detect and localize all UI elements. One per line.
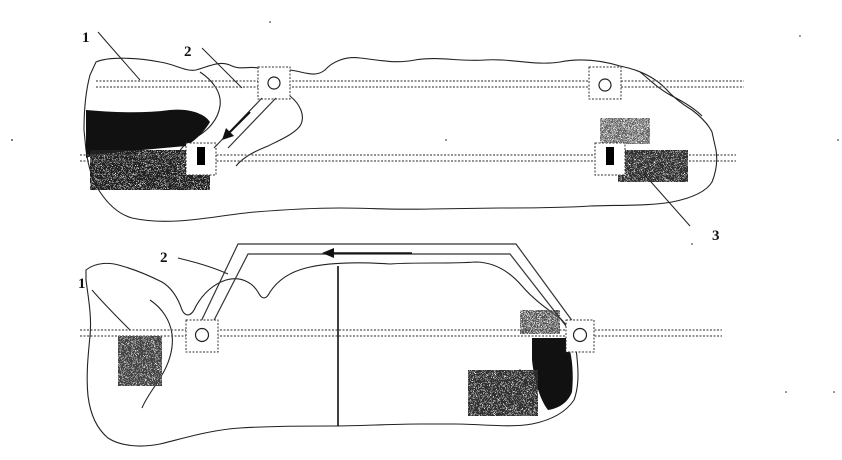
bottom-leader-2: [177, 257, 229, 275]
top-leader-3: [643, 173, 691, 227]
bottom-label-2: 2: [160, 250, 168, 266]
bottom-box-right-circle: [572, 327, 588, 343]
top-inner-boundary-2: [235, 95, 303, 167]
bottom-right-shading-b: [468, 370, 538, 416]
top-upper-box-right-circle: [598, 78, 612, 92]
scan-specks: [11, 21, 839, 393]
top-arrow-head: [222, 128, 234, 140]
top-leader-1: [97, 31, 141, 81]
bottom-label-1: 1: [78, 276, 86, 292]
top-label-3: 3: [712, 228, 720, 244]
top-arrow-shaft: [227, 111, 251, 135]
top-label-1: 1: [82, 30, 90, 46]
bottom-left-pocket: [141, 299, 173, 409]
bottom-left-shading: [118, 336, 162, 386]
bottom-figure: 2 1: [78, 243, 722, 447]
bottom-right-dark-mass: [532, 338, 573, 410]
top-leader-2: [201, 47, 243, 89]
top-upper-box-left-circle: [267, 76, 281, 90]
top-lower-box-right-bar: [606, 147, 614, 165]
top-dark-mass: [86, 109, 210, 158]
bottom-bridge-outer: [195, 243, 577, 333]
bottom-box-left-circle: [194, 327, 210, 343]
top-label-2: 2: [184, 44, 192, 60]
top-lower-box-left-bar: [197, 147, 205, 165]
top-figure: 1 2 3: [80, 30, 744, 244]
bottom-arrow-head: [322, 248, 334, 258]
top-right-contour: [639, 71, 703, 117]
top-diagonal-connector-b: [227, 97, 277, 149]
bottom-leader-1: [91, 289, 131, 331]
top-right-speckle: [600, 118, 650, 144]
top-right-shading: [618, 150, 688, 182]
bottom-bridge-inner: [207, 253, 567, 333]
